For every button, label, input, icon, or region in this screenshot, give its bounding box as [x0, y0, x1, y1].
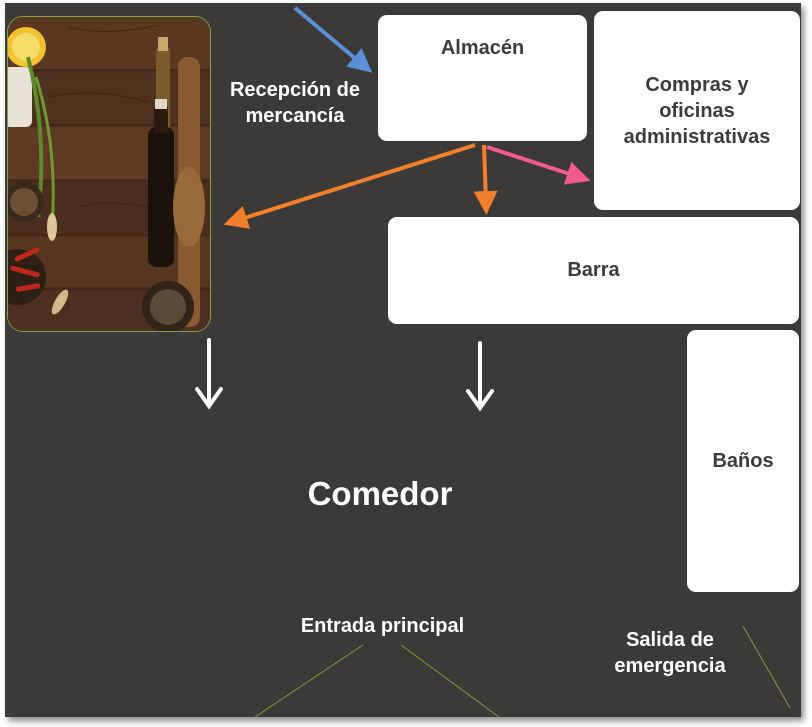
white-arrow-left-icon	[195, 338, 223, 410]
comedor-label: Comedor	[307, 475, 453, 512]
blue-arrow-icon	[293, 6, 373, 73]
almacen-room: Almacén	[378, 15, 587, 141]
almacen-label: Almacén	[440, 36, 525, 59]
entrada-label: Entrada principal	[300, 615, 465, 637]
recepcion-label: Recepción de mercancía	[229, 79, 361, 127]
orange-arrow-to-kitchen-icon	[223, 143, 476, 229]
spices-photo-icon	[8, 17, 210, 331]
orange-arrow-to-barra-icon	[473, 144, 498, 215]
salida-door-line-icon	[742, 625, 791, 709]
white-arrow-right-icon	[466, 341, 494, 412]
salida-label: Salida de emergencia	[614, 629, 726, 677]
arrows-layer	[195, 6, 791, 717]
banos-label: Baños	[712, 449, 774, 472]
entrada-door-lines-icon	[254, 644, 500, 717]
kitchen-photo	[7, 16, 211, 332]
floor-plan: Almacén Compras y oficinas administrativ…	[5, 3, 801, 717]
pink-arrow-to-compras-icon	[486, 145, 591, 185]
compras-label: Compras y oficinas administrativas	[623, 73, 771, 148]
barra-label: Barra	[567, 259, 620, 281]
barra-room: Barra	[388, 217, 799, 324]
compras-room: Compras y oficinas administrativas	[594, 11, 800, 210]
banos-room: Baños	[687, 330, 799, 592]
